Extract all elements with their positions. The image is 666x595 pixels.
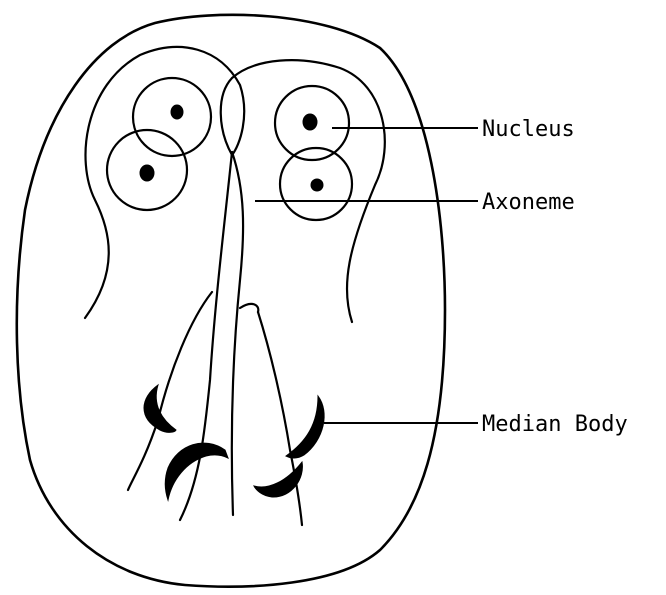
cell-body-outline (17, 15, 445, 587)
median-body-label: Median Body (482, 412, 628, 437)
karyosome (311, 179, 323, 191)
axoneme-center (232, 152, 243, 515)
median-body-right (286, 396, 324, 458)
nucleus-lower-left (107, 130, 187, 210)
nucleus-label: Nucleus (482, 117, 575, 142)
karyosome (171, 105, 183, 119)
nucleus-upper-left (133, 78, 211, 156)
median-body-center-right (254, 462, 302, 497)
karyosome (303, 114, 317, 130)
axoneme-label: Axoneme (482, 190, 575, 215)
axoneme-inner-right (240, 304, 258, 312)
ventral-disc-right-line (221, 60, 385, 322)
karyosome (140, 165, 154, 181)
